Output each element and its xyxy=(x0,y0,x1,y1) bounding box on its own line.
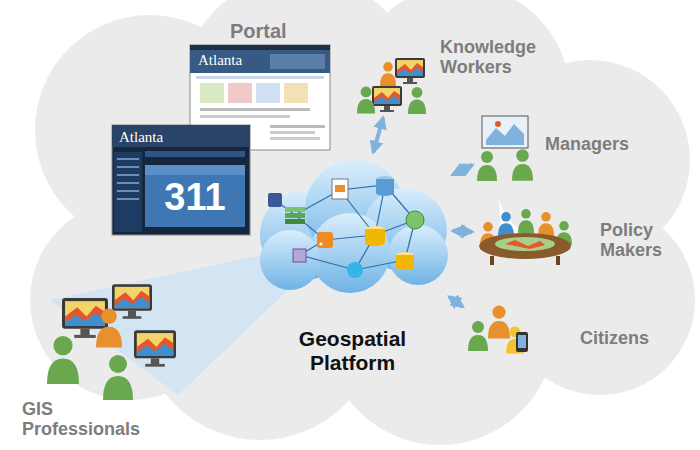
site-name: Atlanta xyxy=(119,129,163,146)
group-label: Policy Makers xyxy=(600,220,695,260)
portal-screenshot-box: PortalAtlanta xyxy=(190,45,330,150)
user-group: Citizens xyxy=(465,300,530,365)
managers-icon xyxy=(477,116,533,181)
double-arrow xyxy=(453,231,472,232)
double-arrow xyxy=(453,165,473,175)
portal-label: Portal xyxy=(230,20,287,43)
user-group: Knowledge Workers xyxy=(355,55,430,115)
policy-makers-icon xyxy=(479,209,572,265)
double-arrow xyxy=(449,297,462,307)
knowledge-workers-icon xyxy=(357,58,426,114)
platform-cloud: Geospatial Platform xyxy=(255,155,450,295)
service-number: 311 xyxy=(145,170,245,225)
group-label: Managers xyxy=(545,134,640,154)
user-group: Policy Makers xyxy=(475,205,575,265)
group-label: GIS Professionals xyxy=(22,400,162,440)
user-group: GIS Professionals xyxy=(45,272,180,400)
double-arrow xyxy=(373,118,383,152)
311-screenshot-box: Atlanta 311 xyxy=(112,125,250,235)
group-label: Citizens xyxy=(580,328,670,348)
site-name: Atlanta xyxy=(198,52,242,69)
callout-wedge xyxy=(50,255,288,395)
user-group: Managers xyxy=(475,112,535,185)
gis-professionals-icon xyxy=(47,284,176,400)
311-screenshot xyxy=(112,125,250,235)
background-cloud xyxy=(30,0,695,445)
group-label: Knowledge Workers xyxy=(440,37,555,77)
citizens-icon xyxy=(468,306,528,354)
platform-label: Geospatial Platform xyxy=(283,327,423,375)
platform-cloud xyxy=(255,155,450,295)
